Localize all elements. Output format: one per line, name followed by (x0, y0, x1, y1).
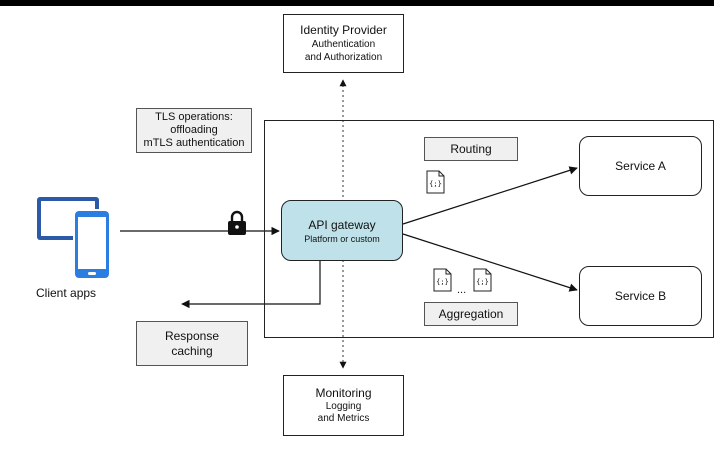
gateway-to-service-b-arrow (402, 233, 578, 292)
service-b-label: Service B (614, 289, 667, 303)
service-b-box: Service B (579, 266, 702, 326)
gateway-to-service-a-arrow (402, 166, 578, 225)
phone-icon (73, 209, 111, 280)
svg-text:{;}: {;} (436, 278, 449, 286)
identity-provider-subtitle-2: and Authorization (304, 52, 383, 63)
svg-text:{;}: {;} (476, 278, 489, 286)
aggregation-document-code-icon-2: {;} (473, 268, 492, 292)
gateway-to-response-caching-arrow (181, 261, 321, 309)
aggregation-ellipsis: ... (457, 284, 467, 296)
client-apps-label: Client apps (36, 286, 97, 300)
identity-provider-subtitle-1: Authentication (311, 39, 376, 50)
svg-text:{;}: {;} (429, 180, 442, 188)
monitoring-subtitle-1: Logging (325, 401, 362, 412)
aggregation-document-code-icon-1: {;} (433, 268, 452, 292)
routing-label: Routing (450, 142, 492, 156)
lock-icon (228, 210, 246, 235)
api-gateway-box: API gateway Platform or custom (281, 200, 403, 261)
response-caching-line-1: Response (164, 328, 220, 343)
response-caching-line-2: caching (171, 343, 213, 358)
api-gateway-title: API gateway (308, 217, 376, 232)
response-caching-box: Response caching (136, 321, 248, 366)
monitoring-subtitle-2: and Metrics (317, 413, 370, 424)
monitoring-title: Monitoring (315, 386, 372, 400)
tls-line-2: offloading (170, 124, 218, 136)
api-gateway-subtitle: Platform or custom (304, 233, 380, 244)
tls-operations-box: TLS operations: offloading mTLS authenti… (136, 108, 252, 153)
monitoring-box: Monitoring Logging and Metrics (283, 375, 404, 436)
tls-line-3: mTLS authentication (143, 137, 245, 149)
routing-document-code-icon: {;} (426, 170, 445, 194)
service-a-label: Service A (615, 159, 666, 173)
identity-provider-title: Identity Provider (300, 23, 387, 37)
service-a-box: Service A (579, 136, 702, 196)
aggregation-box: Aggregation (424, 302, 518, 326)
routing-box: Routing (424, 137, 518, 161)
client-devices-icon (37, 197, 111, 280)
identity-provider-box: Identity Provider Authentication and Aut… (283, 14, 404, 73)
aggregation-label: Aggregation (438, 307, 504, 321)
top-bar (0, 0, 714, 6)
tls-line-1: TLS operations: (155, 111, 233, 123)
